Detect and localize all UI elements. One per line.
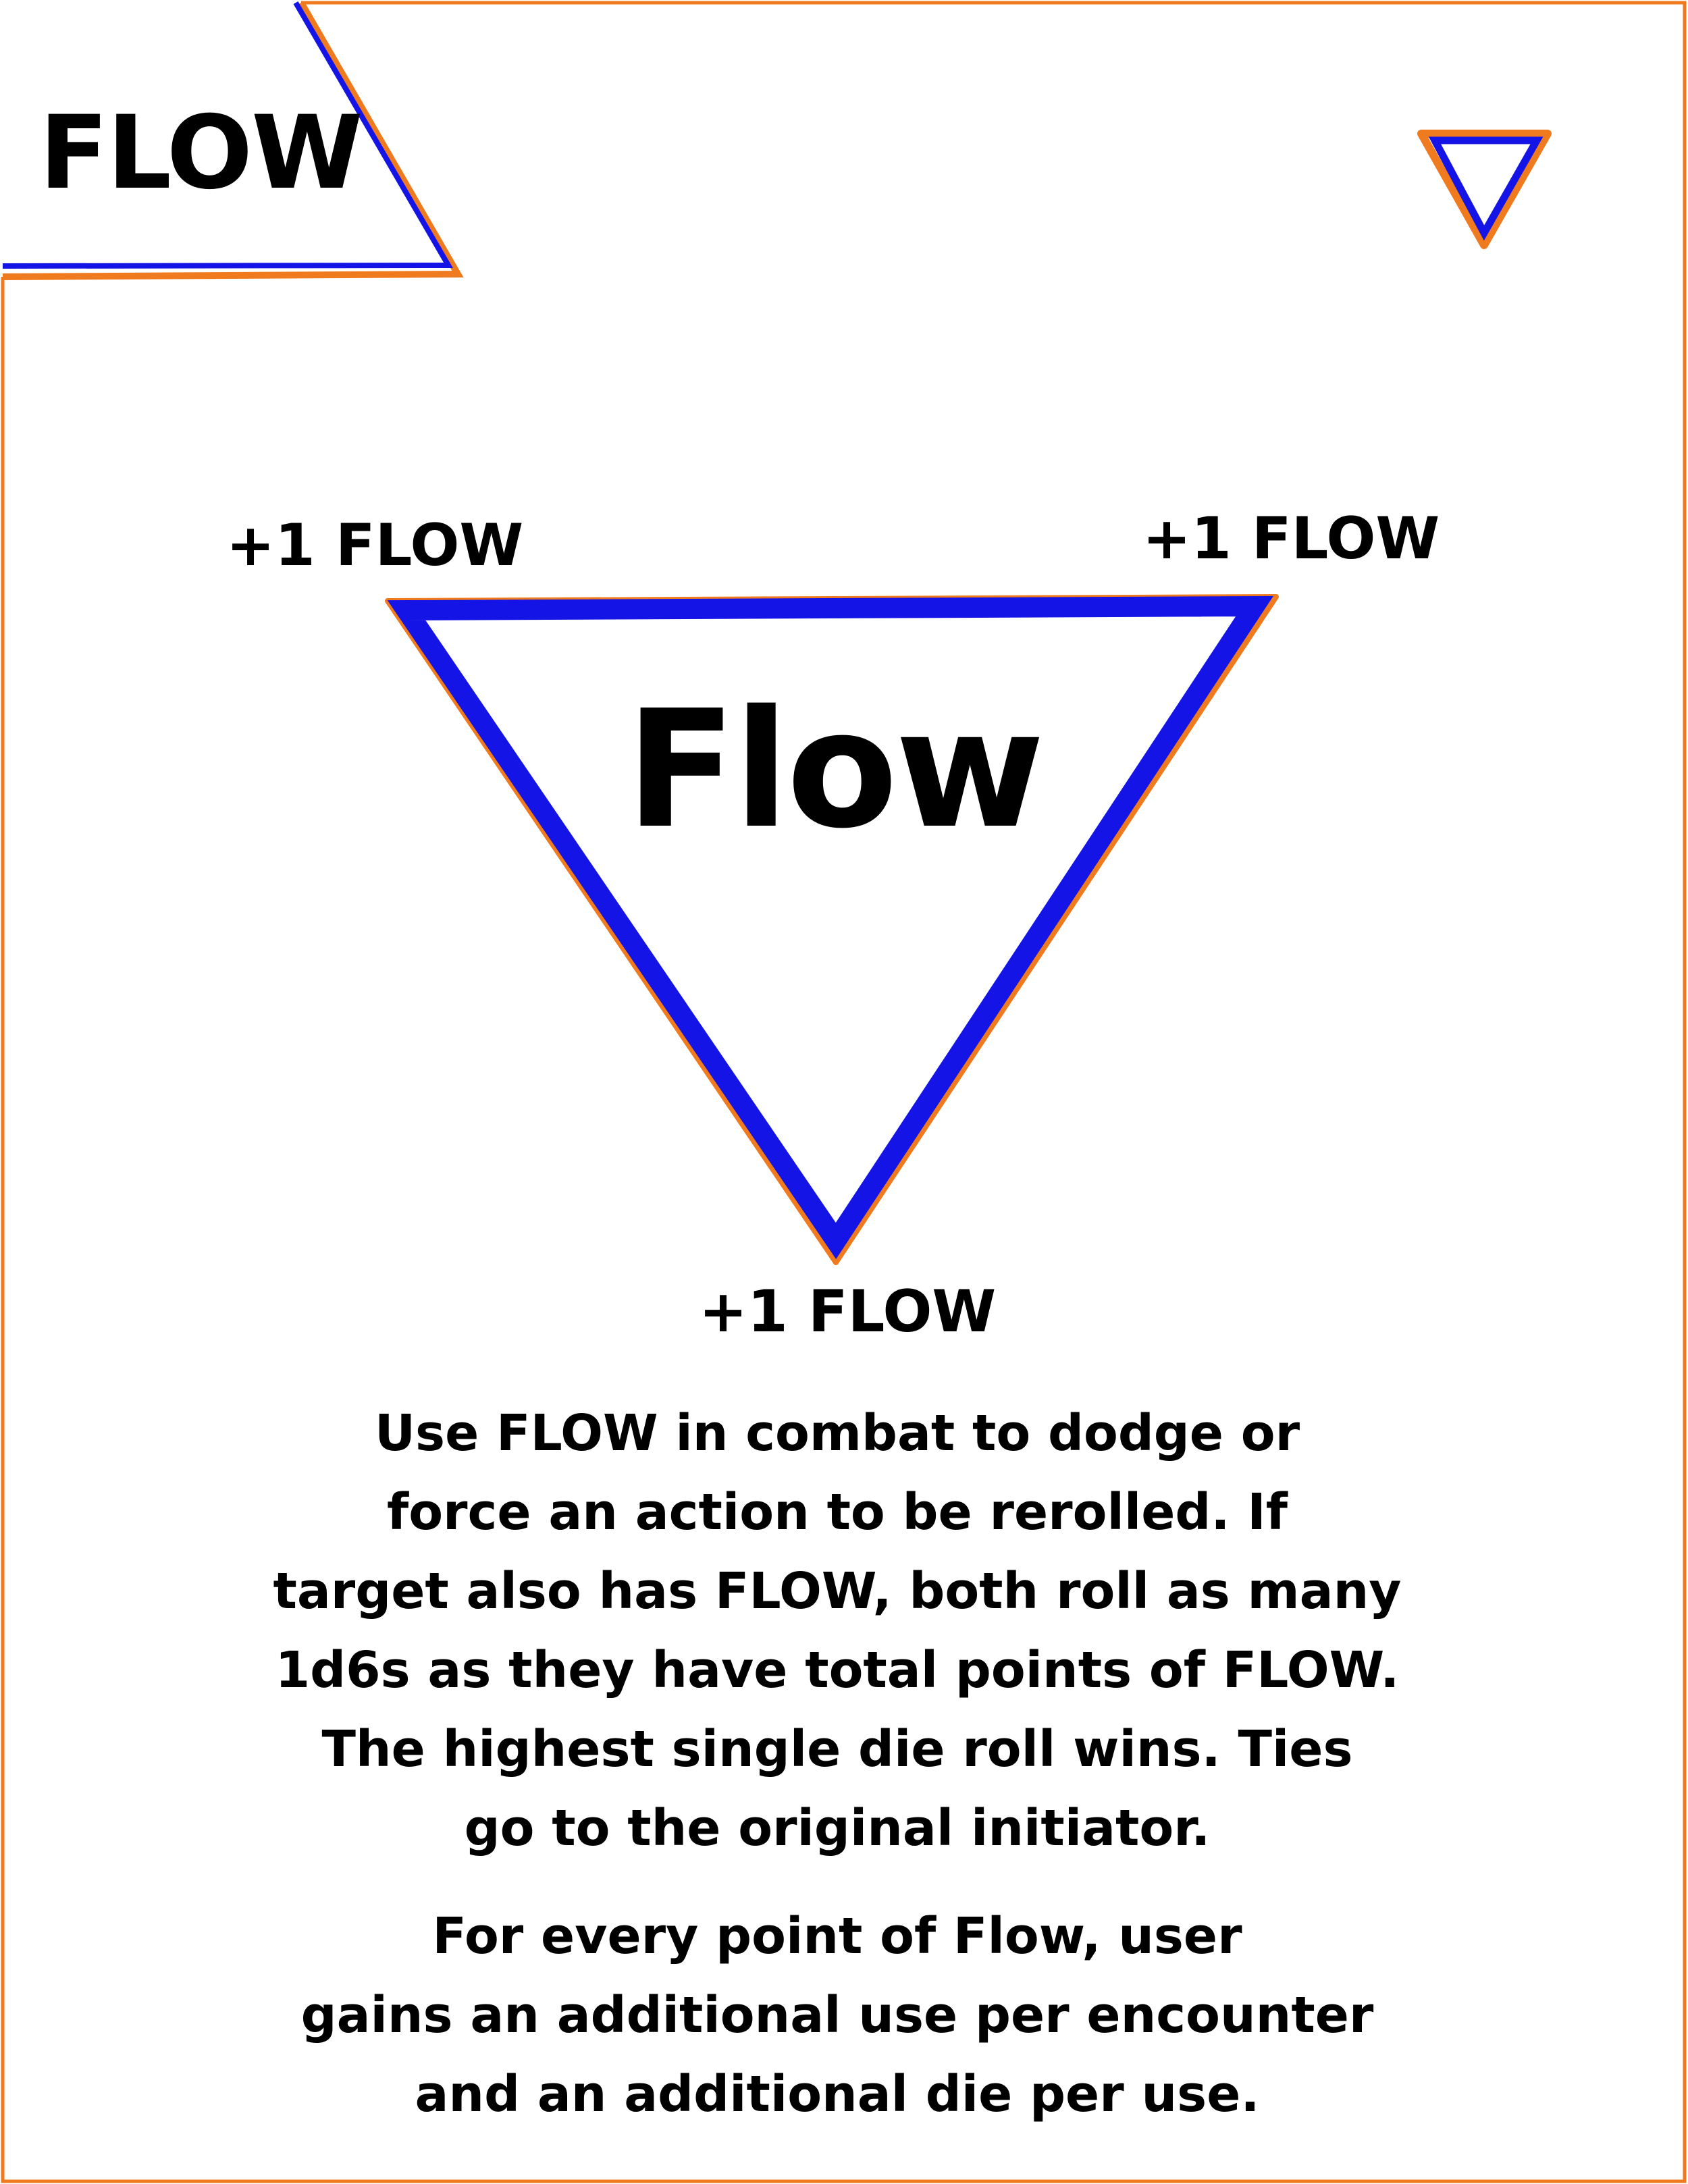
rules-line: 1d6s as they have total points of FLOW. [275,1641,1400,1699]
corner-triangle-icon [1417,130,1552,249]
rules-line: For every point of Flow, user [432,1907,1242,1965]
flow-triangle-icon [385,594,1279,1265]
vertex-label-left: +1 FLOW [226,512,524,579]
rules-line: The highest single die roll wins. Ties [321,1720,1353,1778]
rules-line: gains an additional use per encounter [300,1986,1374,2044]
vertex-label-bottom: +1 FLOW [699,1278,997,1346]
rules-line: go to the original initiator. [464,1799,1211,1857]
title-tab-orange-edge [2,1,464,280]
title-tab [2,1,464,280]
rules-line: force an action to be rerolled. If [387,1483,1288,1541]
vertex-label-right: +1 FLOW [1142,505,1440,572]
rules-line: and an additional die per use. [415,2065,1260,2123]
rules-paragraph-scaling: For every point of Flow, user gains an a… [169,1897,1506,2134]
card-title: FLOW [39,95,363,212]
rules-paragraph-combat: Use FLOW in combat to dodge or force an … [169,1394,1506,1868]
rules-line: Use FLOW in combat to dodge or [374,1404,1300,1462]
title-tab-blue-edge [2,1,453,269]
triangle-center-label: Flow [625,675,1045,864]
rules-line: target also has FLOW, both roll as many [273,1562,1402,1620]
